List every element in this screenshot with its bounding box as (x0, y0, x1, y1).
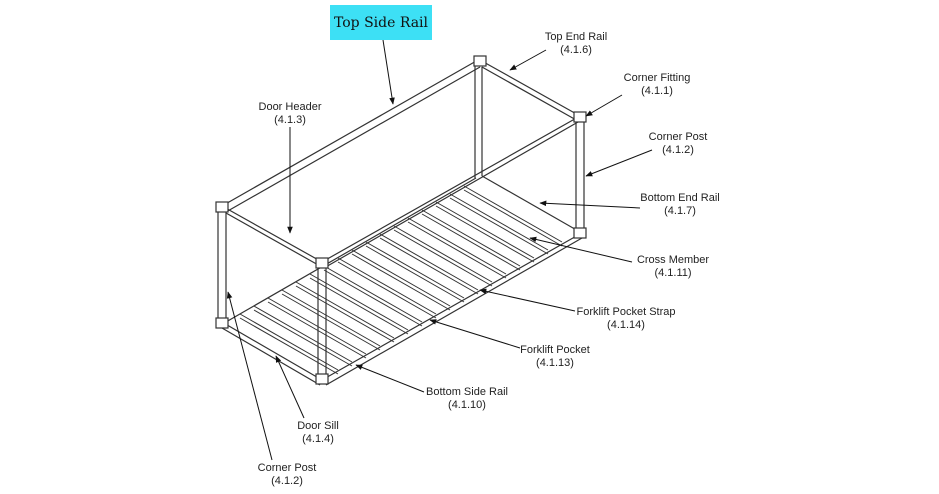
cross-member-line (449, 197, 549, 255)
label-name: Corner Post (648, 131, 708, 143)
label-door-sill: Door Sill(4.1.4) (297, 420, 339, 446)
label-cross-member: Cross Member(4.1.11) (637, 254, 709, 280)
cross-member-line (337, 261, 437, 319)
label-name: Forklift Pocket Strap (576, 306, 676, 318)
cross-member-line (351, 249, 451, 307)
cross-member-line (421, 209, 521, 267)
label-code: (4.1.1) (641, 85, 673, 97)
frame-rails (217, 59, 585, 386)
cross-member-line (323, 269, 423, 327)
label-code: (4.1.2) (662, 144, 694, 156)
cross-member-line (435, 201, 535, 259)
label-code: (4.1.13) (536, 357, 574, 369)
cross-member-line (365, 241, 465, 299)
cross-member-line (337, 257, 437, 315)
label-code: (4.1.10) (448, 399, 486, 411)
label-code: (4.1.14) (607, 319, 645, 331)
label-corner-fitting: Corner Fitting(4.1.1) (624, 72, 691, 98)
cross-member-line (421, 213, 521, 271)
cross-member-line (435, 205, 535, 263)
cross-member-line (239, 313, 339, 371)
label-code: (4.1.4) (302, 433, 334, 445)
cross-member-line (239, 317, 339, 375)
label-code: (4.1.11) (654, 267, 692, 279)
cross-member-line (267, 301, 367, 359)
cross-member-line (323, 265, 423, 323)
corner-fittings (215, 55, 587, 385)
label-door-header: Door Header(4.1.3) (259, 101, 322, 127)
label-name: Corner Post (257, 462, 317, 474)
cross-member-line (379, 237, 479, 295)
label-code: (4.1.6) (560, 44, 592, 56)
label-code: (4.1.2) (271, 475, 303, 487)
cross-member-line (393, 229, 493, 287)
label-forklift-pocket: Forklift Pocket(4.1.13) (520, 344, 590, 370)
label-corner-post-top: Corner Post(4.1.2) (649, 131, 708, 157)
label-name: Bottom Side Rail (426, 386, 508, 398)
cross-member-line (463, 189, 563, 247)
label-name: Forklift Pocket (520, 344, 590, 356)
label-name: Door Header (258, 101, 322, 113)
cross-member-line (407, 221, 507, 279)
cross-member-line (281, 293, 381, 351)
label-bottom-side-rail: Bottom Side Rail(4.1.10) (426, 386, 508, 412)
label-code: (4.1.7) (664, 205, 696, 217)
cross-member-line (253, 305, 353, 363)
label-name: Corner Fitting (623, 72, 691, 84)
label-bottom-end-rail: Bottom End Rail(4.1.7) (640, 192, 719, 218)
cross-member-line (295, 285, 395, 343)
highlighted-label-top-side-rail: Top Side Rail (330, 5, 432, 40)
label-name: Door Sill (297, 420, 339, 432)
label-name: Cross Member (636, 254, 710, 266)
leader-arrows (226, 39, 653, 461)
label-name: Top End Rail (544, 31, 608, 43)
cross-member-line (365, 245, 465, 303)
cross-member-line (351, 253, 451, 311)
cross-member-line (267, 297, 367, 355)
label-forklift-pocket-strap: Forklift Pocket Strap(4.1.14) (576, 306, 675, 332)
cross-member-line (393, 225, 493, 283)
label-code: (4.1.3) (274, 114, 306, 126)
label-corner-post-bottom: Corner Post(4.1.2) (258, 462, 317, 488)
label-top-end-rail: Top End Rail(4.1.6) (545, 31, 607, 57)
cross-member-line (295, 281, 395, 339)
label-name: Bottom End Rail (640, 192, 720, 204)
cross-member-line (463, 185, 563, 243)
cross-member-line (407, 217, 507, 275)
cross-member-line (379, 233, 479, 291)
cross-member-line (253, 309, 353, 367)
cross-member-line (281, 289, 381, 347)
